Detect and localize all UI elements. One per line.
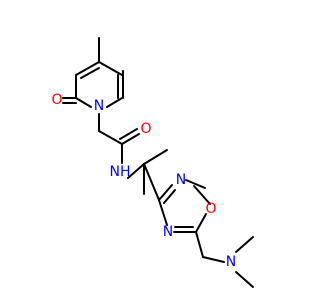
amine-n-label: N <box>226 254 236 270</box>
bond-c3-c4 <box>75 61 100 76</box>
bond-carbonyl-o <box>121 133 140 145</box>
bond-c3-c4-double <box>80 67 100 79</box>
bond-cq-c3 <box>143 163 160 201</box>
bond-c4-c5 <box>98 61 123 76</box>
bond-n-methyl-up <box>235 236 254 253</box>
structure-svg: N O O NH N N O N <box>51 37 254 288</box>
bond-c3-n2-double-a <box>158 184 173 201</box>
bond-c3-n4 <box>158 199 168 226</box>
pyridone-n-label: N <box>94 98 104 114</box>
bond-o1-n2 <box>193 185 211 205</box>
oxadiazole-o1-label: O <box>205 201 216 217</box>
bond-nh-cq <box>127 163 145 179</box>
bond-carbonyl-o-double <box>119 128 138 140</box>
amide-nh-label: NH <box>110 164 131 180</box>
bond-c5-o1 <box>195 213 207 233</box>
bond-cq-methyl-up <box>143 149 168 165</box>
bond-c6-n1 <box>106 97 123 108</box>
bond-ch2-n <box>202 256 225 263</box>
bond-c5-ch2 <box>195 231 204 258</box>
oxadiazole-n2-label: N <box>176 172 186 188</box>
bond-n-methyl-down <box>235 271 254 288</box>
bond-n1-c2 <box>75 97 92 108</box>
bond-n2-c3-ring <box>185 179 206 189</box>
bond-ch2-carbonyl <box>98 130 123 145</box>
oxadiazole-n4-label: N <box>163 224 173 240</box>
amide-o-label: O <box>140 121 151 137</box>
bond-c3-n2-double-b <box>163 189 176 204</box>
pyridone-o-label: O <box>51 92 62 108</box>
molecule-structure-diagram: N O O NH N N O N <box>51 37 254 288</box>
